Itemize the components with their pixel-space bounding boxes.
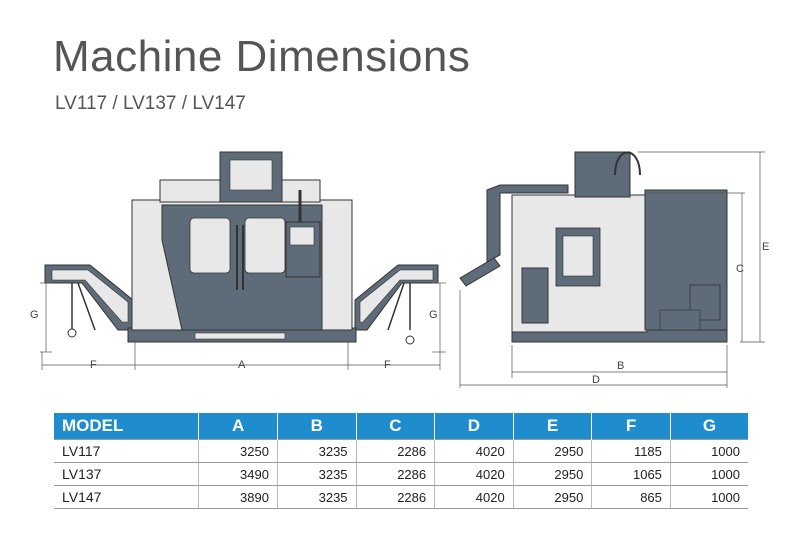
cell-a: 3250	[198, 439, 278, 463]
header-a: A	[198, 413, 278, 440]
header-f: F	[591, 413, 671, 440]
cell-e: 2950	[513, 439, 593, 463]
dim-label-a: A	[238, 359, 246, 371]
dim-label-f-right: F	[384, 359, 391, 371]
cell-c: 2286	[356, 439, 436, 463]
table-row: LV137 3490 3235 2286 4020 2950 1065 1000	[54, 462, 748, 486]
header-model: MODEL	[54, 413, 200, 440]
side-pendant-arm	[459, 184, 569, 287]
header-g: G	[670, 413, 748, 440]
cell-d: 4020	[434, 439, 514, 463]
dim-label-e: E	[762, 241, 769, 253]
cell-c: 2286	[356, 485, 436, 509]
table-row: LV147 3890 3235 2286 4020 2950 865 1000	[54, 485, 748, 509]
cell-g: 1000	[670, 485, 748, 509]
dim-label-d: D	[592, 374, 600, 386]
cell-f: 1185	[591, 439, 671, 463]
cell-d: 4020	[434, 485, 514, 509]
cell-model: LV147	[54, 485, 200, 509]
dim-label-g-right: G	[429, 309, 438, 321]
side-view	[459, 151, 728, 343]
header-c: C	[356, 413, 436, 440]
dimensions-table: MODEL A B C D E F G LV117 3250 3235 2286…	[54, 413, 748, 509]
cell-model: LV137	[54, 462, 200, 486]
cell-b: 3235	[277, 439, 357, 463]
dim-label-f-left: F	[90, 359, 97, 371]
cell-c: 2286	[356, 462, 436, 486]
header-d: D	[434, 413, 514, 440]
cell-b: 3235	[277, 462, 357, 486]
cell-e: 2950	[513, 462, 593, 486]
cell-f: 1065	[591, 462, 671, 486]
page-title: Machine Dimensions	[53, 32, 471, 81]
cell-g: 1000	[670, 439, 748, 463]
front-left-conveyor	[44, 264, 134, 338]
cell-e: 2950	[513, 485, 593, 509]
dim-label-c: C	[736, 263, 744, 275]
side-dimension-lines	[459, 151, 765, 388]
cell-d: 4020	[434, 462, 514, 486]
front-dimension-lines	[40, 282, 446, 370]
side-column	[574, 151, 631, 198]
cell-g: 1000	[670, 462, 748, 486]
front-right-conveyor	[354, 264, 439, 345]
cell-a: 3490	[198, 462, 278, 486]
dim-label-b: B	[617, 360, 624, 372]
cell-model: LV117	[54, 439, 200, 463]
header-e: E	[513, 413, 593, 440]
header-b: B	[277, 413, 357, 440]
model-subtitle: LV117 / LV137 / LV147	[55, 93, 246, 114]
machine-drawings: F A F G G B	[30, 151, 769, 388]
front-view	[44, 151, 439, 345]
table-header-row: MODEL A B C D E F G	[54, 413, 748, 440]
dim-label-g-left: G	[30, 309, 39, 321]
cell-b: 3235	[277, 485, 357, 509]
cell-a: 3890	[198, 485, 278, 509]
cell-f: 865	[591, 485, 671, 509]
table-row: LV117 3250 3235 2286 4020 2950 1185 1000	[54, 439, 748, 463]
